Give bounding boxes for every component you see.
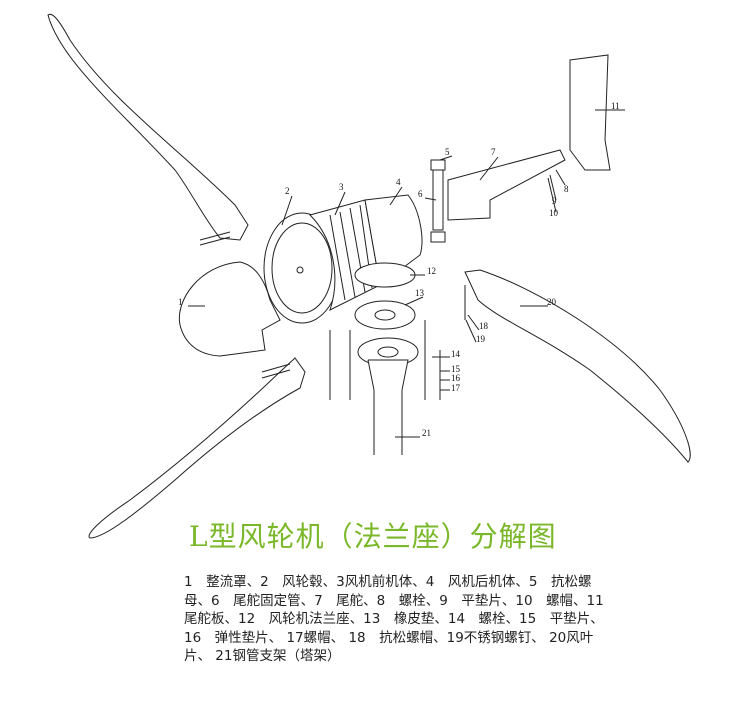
tail-boom <box>447 149 566 221</box>
rubber-pad <box>354 300 416 330</box>
lock-nut <box>430 159 446 171</box>
part-label-16: 16 <box>451 373 461 383</box>
part-label-20: 20 <box>547 297 557 307</box>
blade-right <box>464 269 691 463</box>
tower <box>367 359 409 455</box>
part-label-5: 5 <box>445 147 450 157</box>
part-label-12: 12 <box>427 266 436 276</box>
leader-lines <box>188 109 625 438</box>
part-label-7: 7 <box>491 147 496 157</box>
rear-body <box>364 194 423 286</box>
part-labels: 1 2 3 4 5 6 7 8 9 10 11 12 13 14 15 16 1… <box>178 101 620 438</box>
part-label-13: 13 <box>415 288 425 298</box>
part-label-18: 18 <box>479 321 489 331</box>
part-label-8: 8 <box>564 184 569 194</box>
part-label-6: 6 <box>418 189 423 199</box>
part-label-11: 11 <box>611 101 620 111</box>
bolts <box>199 231 466 400</box>
parts-legend: 1 整流罩、2 风轮毂、3风机前机体、4 风机后机体、5 抗松螺母、6 尾舵固定… <box>184 574 618 664</box>
tail-vane <box>569 54 611 171</box>
part-label-1: 1 <box>178 297 183 307</box>
diagram-title: L型风轮机（法兰座）分解图 <box>189 520 557 553</box>
part-label-15: 15 <box>451 364 461 374</box>
part-label-17: 17 <box>451 383 461 393</box>
part-label-3: 3 <box>339 182 344 192</box>
part-label-9: 9 <box>552 196 557 206</box>
part-label-2: 2 <box>285 186 290 196</box>
part-label-14: 14 <box>451 349 461 359</box>
part-label-10: 10 <box>549 208 559 218</box>
blade-bottom-left <box>88 357 306 539</box>
part-label-19: 19 <box>476 334 486 344</box>
flange-seat <box>354 262 416 288</box>
part-label-4: 4 <box>396 177 401 187</box>
blade-top-left <box>47 13 249 241</box>
part-label-21: 21 <box>422 428 431 438</box>
nose-cone <box>178 261 281 357</box>
